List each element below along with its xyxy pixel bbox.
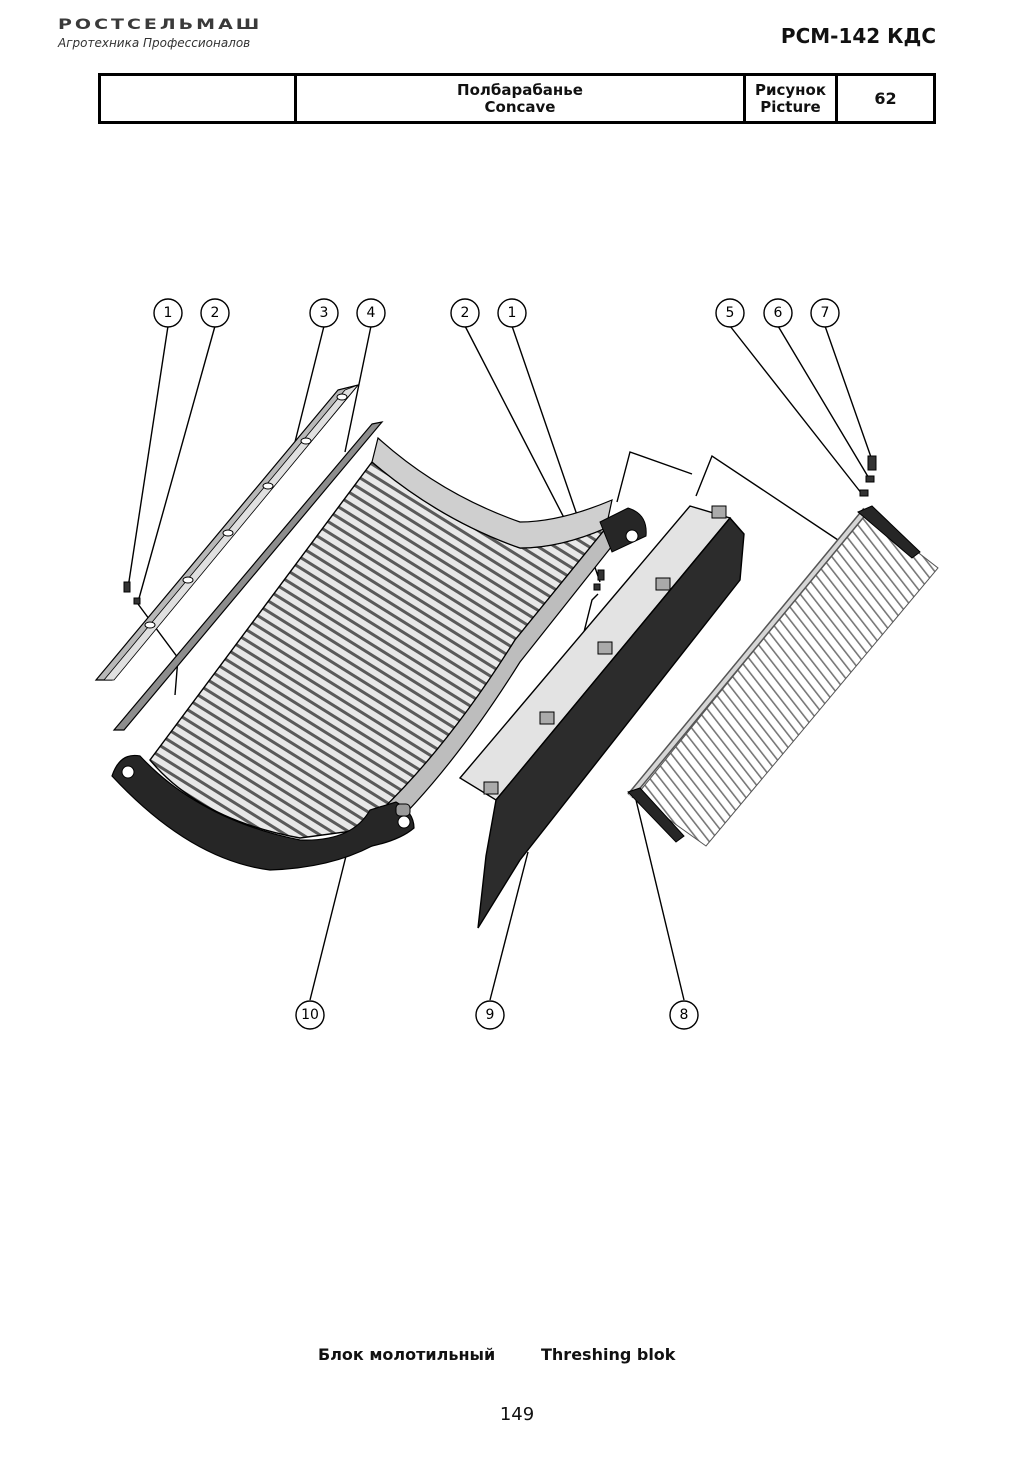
part-5-nut xyxy=(859,489,869,497)
callout-2-left xyxy=(200,298,230,328)
callout-5 xyxy=(715,298,745,328)
title-en: Concave xyxy=(484,97,556,116)
callout-label: 2 xyxy=(461,305,470,321)
part-2-washer-right xyxy=(593,583,601,591)
title-block-picture-number-cell: 62 xyxy=(838,76,933,121)
callout-label: 6 xyxy=(774,305,783,321)
part-9-cover-plate xyxy=(458,505,745,929)
page-number: 149 xyxy=(499,1404,535,1425)
part-1-bolt-right xyxy=(597,569,605,581)
caption-en: Threshing blok xyxy=(541,1345,676,1364)
fasteners xyxy=(123,455,877,605)
callout-6 xyxy=(763,298,793,328)
part-2-washer xyxy=(133,597,141,605)
picture-label-en: Picture xyxy=(760,97,821,116)
callout-1-left xyxy=(153,298,183,328)
title-block-empty-cell xyxy=(101,76,297,121)
brand-logo: РОСТСЕЛЬМАШ Агротехника Профессионалов xyxy=(58,16,262,50)
callout-label: 8 xyxy=(680,1007,689,1023)
picture-number: 62 xyxy=(874,89,897,108)
callout-labels: 1 2 3 4 2 1 5 6 7 10 9 8 xyxy=(164,305,830,1023)
title-block-name-cell: Полбарабанье Concave xyxy=(297,76,746,121)
callout-label: 10 xyxy=(301,1007,319,1023)
part-10-concave-frame xyxy=(111,436,647,871)
callout-label: 1 xyxy=(508,305,517,321)
callout-label: 2 xyxy=(211,305,220,321)
callout-8 xyxy=(669,1000,699,1030)
callout-label: 5 xyxy=(726,305,735,321)
picture-label-ru: Рисунок xyxy=(754,80,827,99)
title-block: Полбарабанье Concave Рисунок Picture 62 xyxy=(98,73,936,124)
callout-label: 7 xyxy=(821,305,830,321)
model-title: РСМ-142 КДС xyxy=(780,24,936,48)
callout-circles xyxy=(153,298,840,1030)
title-block-picture-label-cell: Рисунок Picture xyxy=(746,76,838,121)
part-6-washer xyxy=(865,475,875,483)
callout-label: 3 xyxy=(320,305,329,321)
callout-10 xyxy=(295,1000,325,1030)
part-8-wire-comb xyxy=(627,505,939,847)
callout-label: 1 xyxy=(164,305,173,321)
title-ru: Полбарабанье xyxy=(457,80,583,99)
callout-label: 9 xyxy=(486,1007,495,1023)
brand-name: РОСТСЕЛЬМАШ xyxy=(58,16,263,33)
brand-tagline: Агротехника Профессионалов xyxy=(58,36,251,50)
callout-4 xyxy=(356,298,386,328)
part-4-flat-strip xyxy=(112,421,384,731)
callout-1-right xyxy=(497,298,527,328)
part-7-bolt xyxy=(867,455,877,471)
part-3-angle-strip xyxy=(94,383,360,681)
callout-9 xyxy=(475,1000,505,1030)
callout-3 xyxy=(309,298,339,328)
callout-2-right xyxy=(450,298,480,328)
callout-7 xyxy=(810,298,840,328)
callout-label: 4 xyxy=(367,305,376,321)
part-1-bolt xyxy=(123,581,131,593)
caption-ru: Блок молотильный xyxy=(318,1345,496,1364)
